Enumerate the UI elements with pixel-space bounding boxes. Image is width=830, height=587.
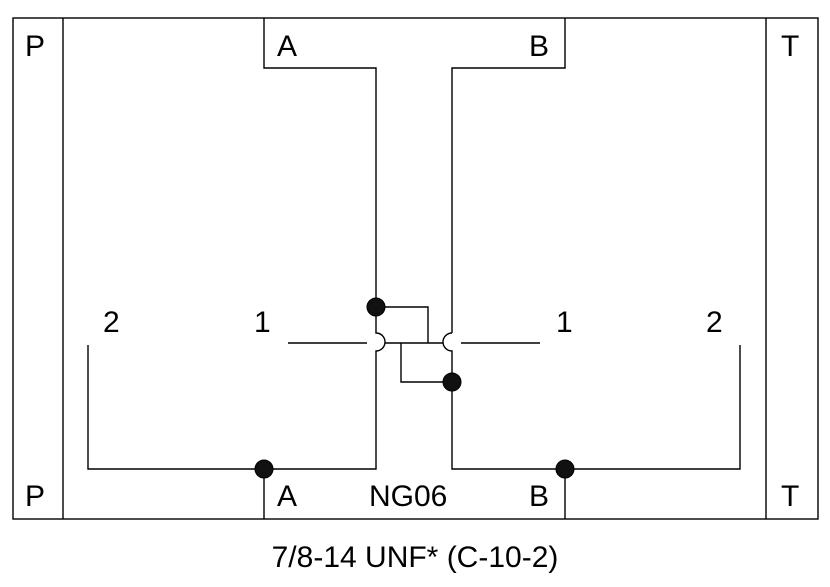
thread-caption: 7/8-14 UNF* (C-10-2) bbox=[272, 541, 559, 574]
top-label-t: T bbox=[781, 30, 799, 63]
valve-label-right-2: 2 bbox=[706, 306, 723, 339]
cross-link-1 bbox=[376, 306, 429, 343]
top-label-p: P bbox=[25, 30, 45, 63]
top-label-b: B bbox=[529, 30, 549, 63]
crossover-line-a bbox=[87, 300, 386, 470]
valve-label-left-1: 1 bbox=[254, 306, 271, 339]
crossover-line-b bbox=[442, 332, 741, 470]
junction-dot-bottom-a bbox=[254, 459, 274, 479]
valve-label-left-2: 2 bbox=[103, 306, 120, 339]
size-label: NG06 bbox=[369, 480, 447, 513]
outer-frame bbox=[12, 17, 819, 520]
bottom-label-b: B bbox=[529, 480, 549, 513]
top-port-a-box bbox=[263, 18, 377, 300]
top-port-b-box bbox=[451, 18, 566, 333]
bottom-label-a: A bbox=[277, 480, 297, 513]
junction-dot-bottom-b bbox=[555, 459, 575, 479]
bottom-label-p: P bbox=[25, 480, 45, 513]
valve-label-right-1: 1 bbox=[556, 306, 573, 339]
top-label-a: A bbox=[277, 30, 297, 63]
junction-dot-middle bbox=[442, 372, 462, 392]
cross-link-2 bbox=[400, 343, 452, 383]
junction-dot-upper bbox=[366, 297, 386, 317]
bottom-label-t: T bbox=[781, 480, 799, 513]
